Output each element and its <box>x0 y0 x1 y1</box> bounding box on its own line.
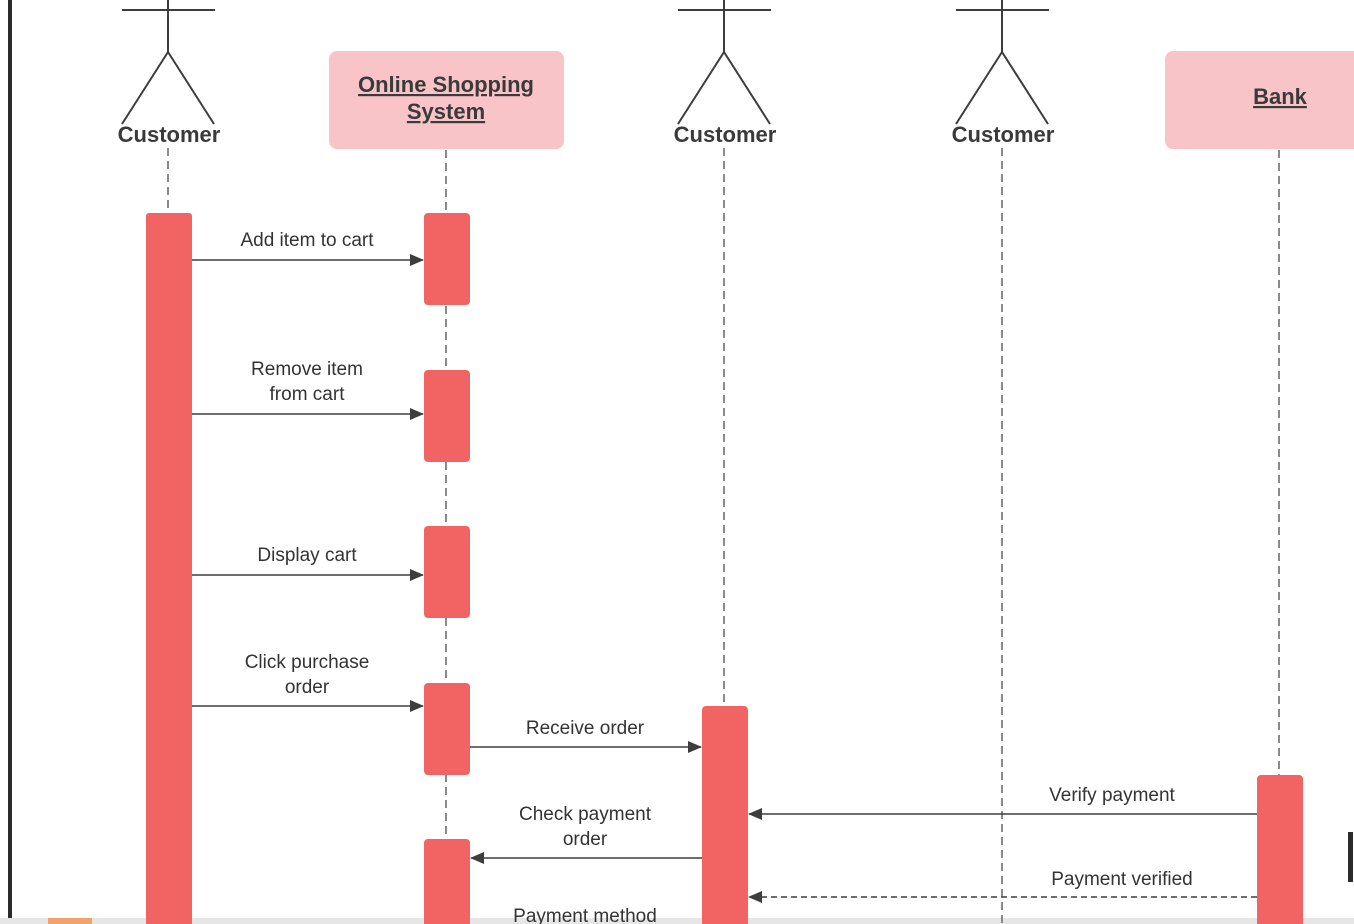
message-remove-item-from-cart: Remove item from cart <box>192 359 424 420</box>
activation-system-remove-item <box>424 370 470 462</box>
object-online-shopping-system: Online Shopping System <box>329 51 564 149</box>
message-receive-order: Receive order <box>470 718 702 753</box>
message-verify-payment: Verify payment <box>748 785 1257 820</box>
activation-system-add-item <box>424 213 470 305</box>
message-label: Payment method <box>513 906 657 924</box>
message-label: Display cart <box>257 545 357 566</box>
object-bank: Bank <box>1165 51 1354 149</box>
actor-name: Customer <box>674 122 777 147</box>
actor-name: Customer <box>118 122 221 147</box>
canvas-bottom-strip <box>0 918 1354 924</box>
stick-figure-right-leg-icon <box>167 51 215 125</box>
message-payment-method: Payment method <box>513 906 657 924</box>
message-payment-verified: Payment verified <box>748 869 1257 903</box>
message-label: Receive order <box>526 718 645 739</box>
stick-figure-left-leg-icon <box>121 51 169 125</box>
object-box <box>1165 51 1354 149</box>
stick-figure-right-leg-icon <box>723 51 771 125</box>
message-label: Add item to cart <box>240 230 374 251</box>
message-display-cart: Display cart <box>192 545 424 581</box>
object-box <box>329 51 564 149</box>
message-label-line-1: Check payment <box>519 804 652 825</box>
stick-figure-right-leg-icon <box>1001 51 1049 125</box>
activation-customer-2 <box>702 706 748 924</box>
activation-system-check-payment <box>424 839 470 924</box>
actor-customer-1: Customer <box>118 0 221 147</box>
scroll-handle[interactable] <box>1348 832 1353 882</box>
canvas-left-border <box>8 0 12 924</box>
message-check-payment-order: Check payment order <box>470 804 702 864</box>
message-label-line-1: Remove item <box>251 359 363 380</box>
message-add-item-to-cart: Add item to cart <box>192 230 424 266</box>
actor-customer-2: Customer <box>674 0 777 147</box>
activation-system-purchase <box>424 683 470 775</box>
activation-customer-1 <box>146 213 192 924</box>
actor-customer-3: Customer <box>952 0 1055 147</box>
stick-figure-left-leg-icon <box>677 51 725 125</box>
object-title-line-1: Bank <box>1253 84 1308 109</box>
stick-figure-left-leg-icon <box>955 51 1003 125</box>
message-label-line-2: from cart <box>270 384 346 405</box>
canvas-bottom-marker <box>48 918 92 924</box>
message-click-purchase-order: Click purchase order <box>192 652 424 712</box>
activation-bank <box>1257 775 1303 924</box>
object-title-line-2: System <box>407 99 485 124</box>
actor-name: Customer <box>952 122 1055 147</box>
object-title-line-1: Online Shopping <box>358 72 534 97</box>
activation-system-display-cart <box>424 526 470 618</box>
message-label-line-1: Click purchase <box>245 652 370 673</box>
message-label-line-2: order <box>563 829 608 850</box>
message-label: Verify payment <box>1049 785 1175 806</box>
message-label-line-2: order <box>285 677 330 698</box>
message-label: Payment verified <box>1051 869 1193 890</box>
